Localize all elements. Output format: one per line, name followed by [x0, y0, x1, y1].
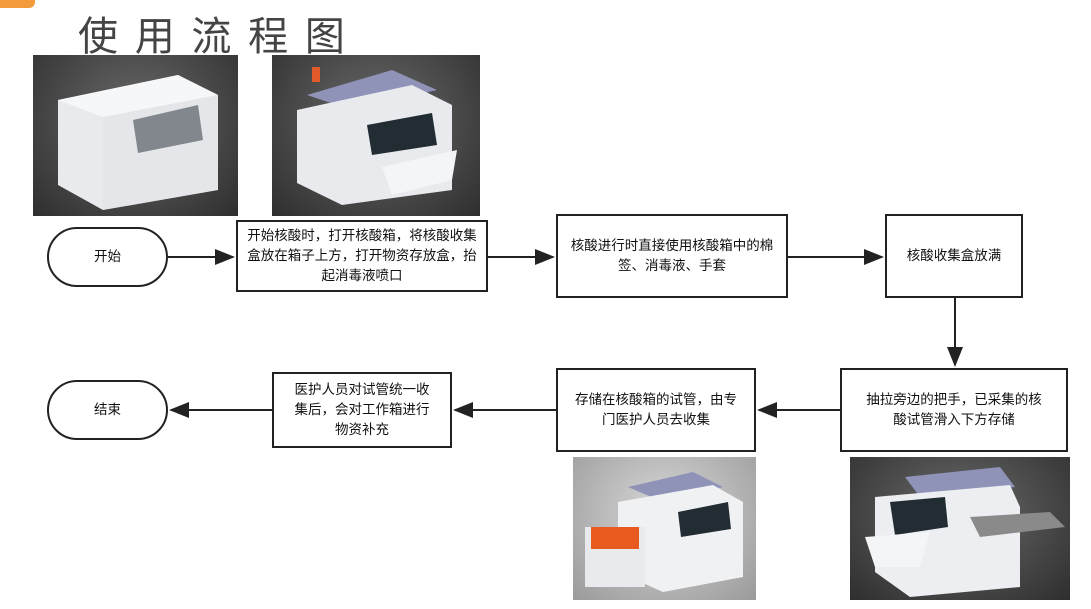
- step4-node: 抽拉旁边的把手，已采集的核酸试管滑入下方存储: [840, 368, 1068, 452]
- page-title: 使 用 流 程 图: [78, 14, 347, 60]
- step3-node: 核酸收集盒放满: [885, 214, 1023, 298]
- step5-node: 存储在核酸箱的试管，由专门医护人员去收集: [556, 368, 756, 452]
- step1-node: 开始核酸时，打开核酸箱，将核酸收集盒放在箱子上方，打开物资存放盒，抬起消毒液喷口: [236, 220, 488, 292]
- start-node: 开始: [47, 227, 168, 287]
- product-photo-open: [272, 55, 480, 216]
- step2-node: 核酸进行时直接使用核酸箱中的棉签、消毒液、手套: [556, 214, 788, 298]
- product-photo-drawer: [850, 457, 1070, 600]
- product-photo-tubes: [573, 457, 756, 600]
- end-node: 结束: [47, 380, 168, 440]
- step6-node: 医护人员对试管统一收集后，会对工作箱进行物资补充: [272, 372, 452, 448]
- product-photo-closed: [33, 55, 238, 216]
- accent-tab: [0, 0, 35, 8]
